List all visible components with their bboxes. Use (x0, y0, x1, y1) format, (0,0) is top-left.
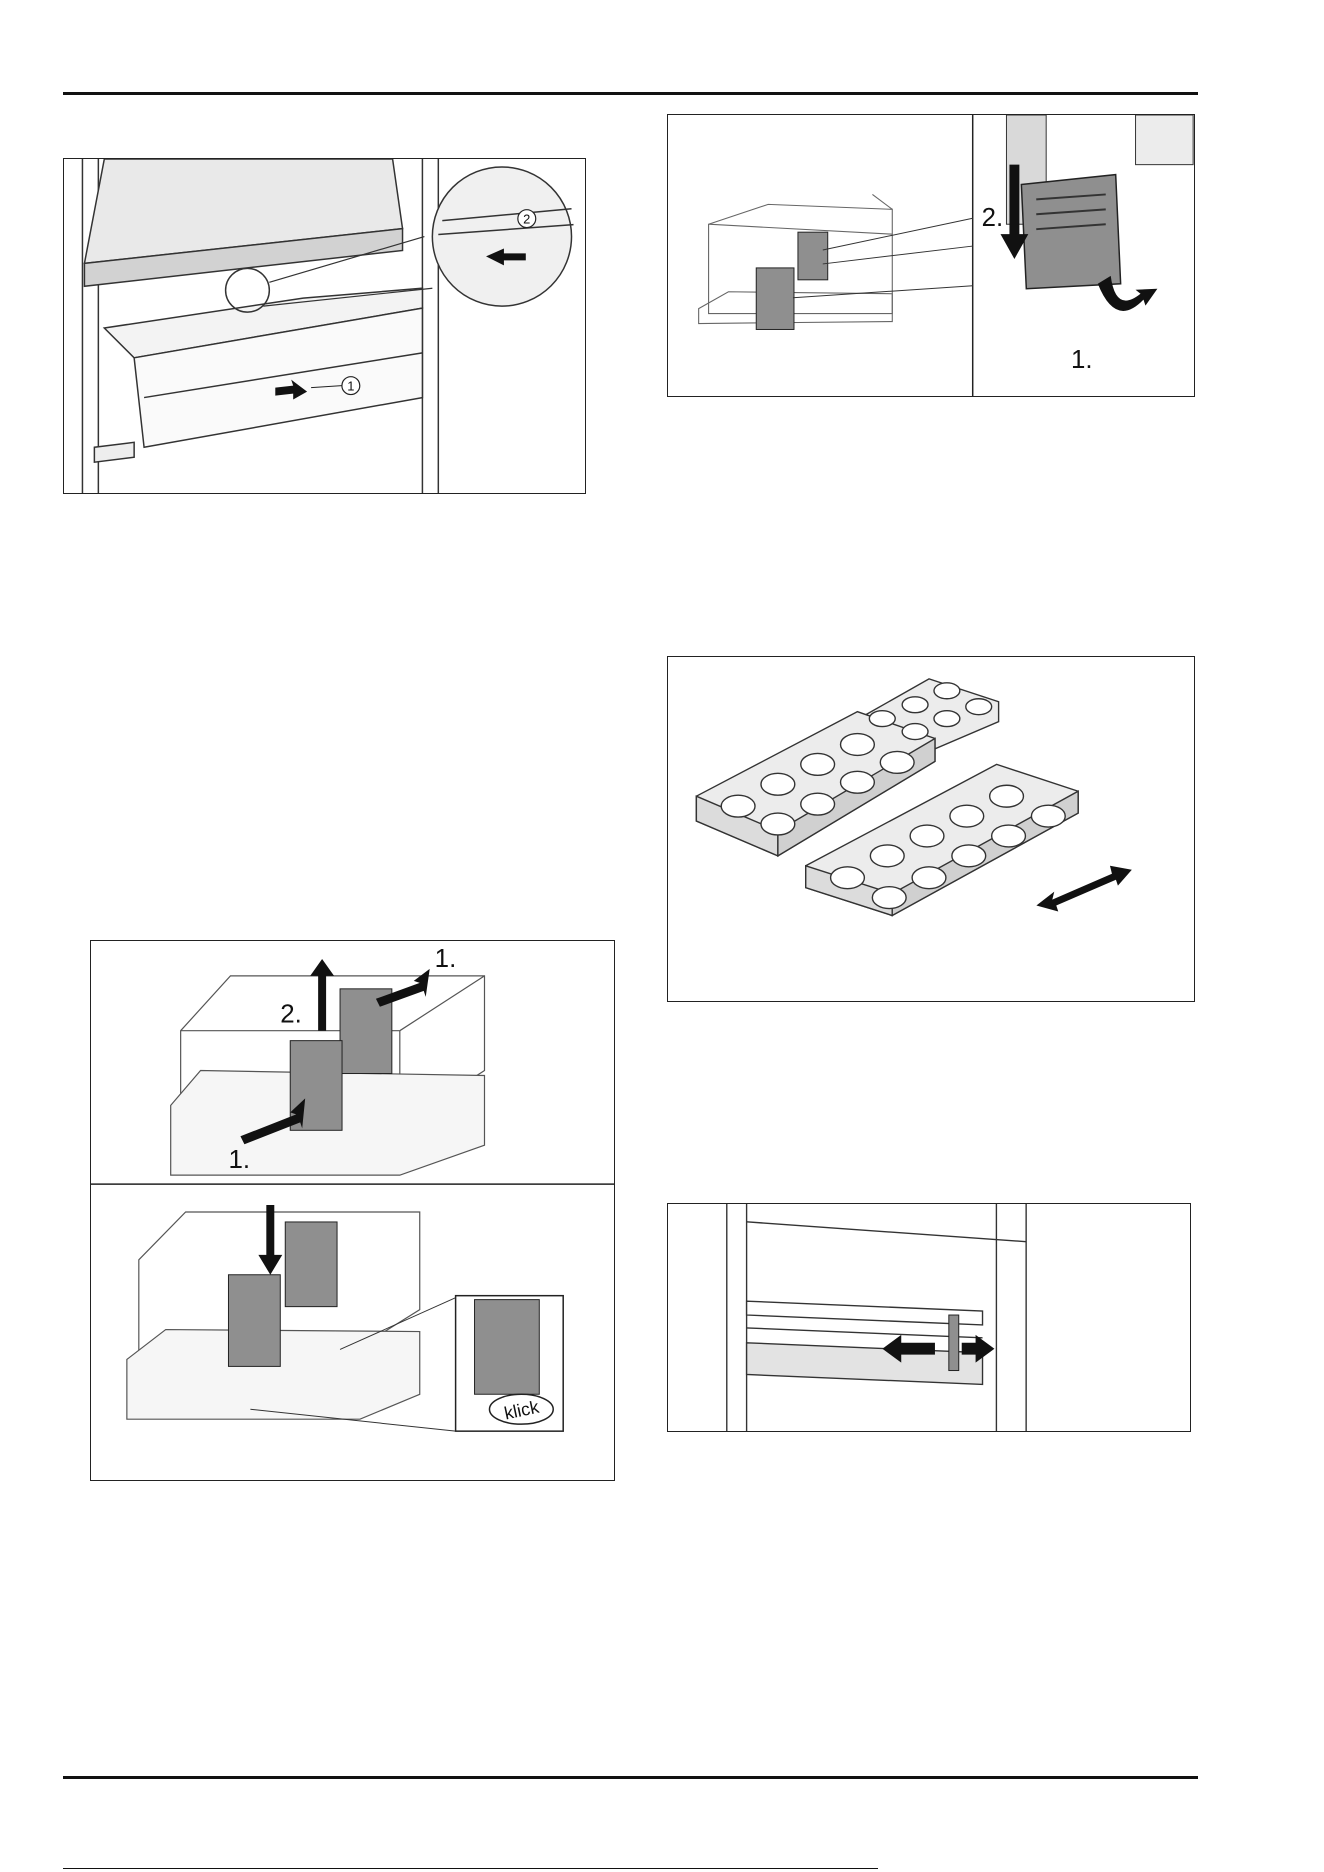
shelf-divider-illustration (668, 1204, 1190, 1431)
divider-panel-back (798, 232, 828, 280)
divider-removal-illustration: 2. 1. (668, 115, 1194, 396)
step-label-2: 2. (982, 204, 1004, 232)
shelf-divider-slider (949, 1315, 959, 1371)
footer-rule (63, 1868, 878, 1869)
callout-2: 2 (523, 212, 530, 227)
slide-double-arrow-icon (1036, 866, 1131, 912)
step-label-1: 1. (1071, 346, 1093, 374)
up-arrow-icon (310, 959, 334, 1031)
divider-insert-illustration: 1. 2. 1. klick (91, 941, 614, 1480)
figure-divider-insert: 1. 2. 1. klick (90, 940, 615, 1481)
top-rule (63, 92, 1198, 95)
figure-shelf-divider (667, 1203, 1191, 1432)
callout-1: 1 (347, 379, 354, 394)
insert-step-1b: 1. (228, 1146, 250, 1174)
insert-panel-back-2 (285, 1222, 337, 1307)
insert-step-2: 2. (280, 1001, 302, 1029)
drawer-illustration: 1 2 (64, 159, 585, 493)
figure-divider-removal: 2. 1. (667, 114, 1195, 397)
divider-panel-front (756, 268, 794, 330)
rotate-arrow-icon (1098, 276, 1158, 311)
egg-tray-illustration (668, 657, 1194, 1001)
insert-step-1a: 1. (435, 945, 457, 973)
insert-panel-front-2 (228, 1275, 280, 1367)
push-arrow-icon-upper (376, 969, 430, 1007)
figure-drawer-removal: 1 2 (63, 158, 586, 494)
figure-egg-trays (667, 656, 1195, 1002)
bottom-rule (63, 1776, 1198, 1779)
down-arrow-icon-2 (258, 1205, 282, 1275)
divider-panel-large (1021, 175, 1120, 289)
